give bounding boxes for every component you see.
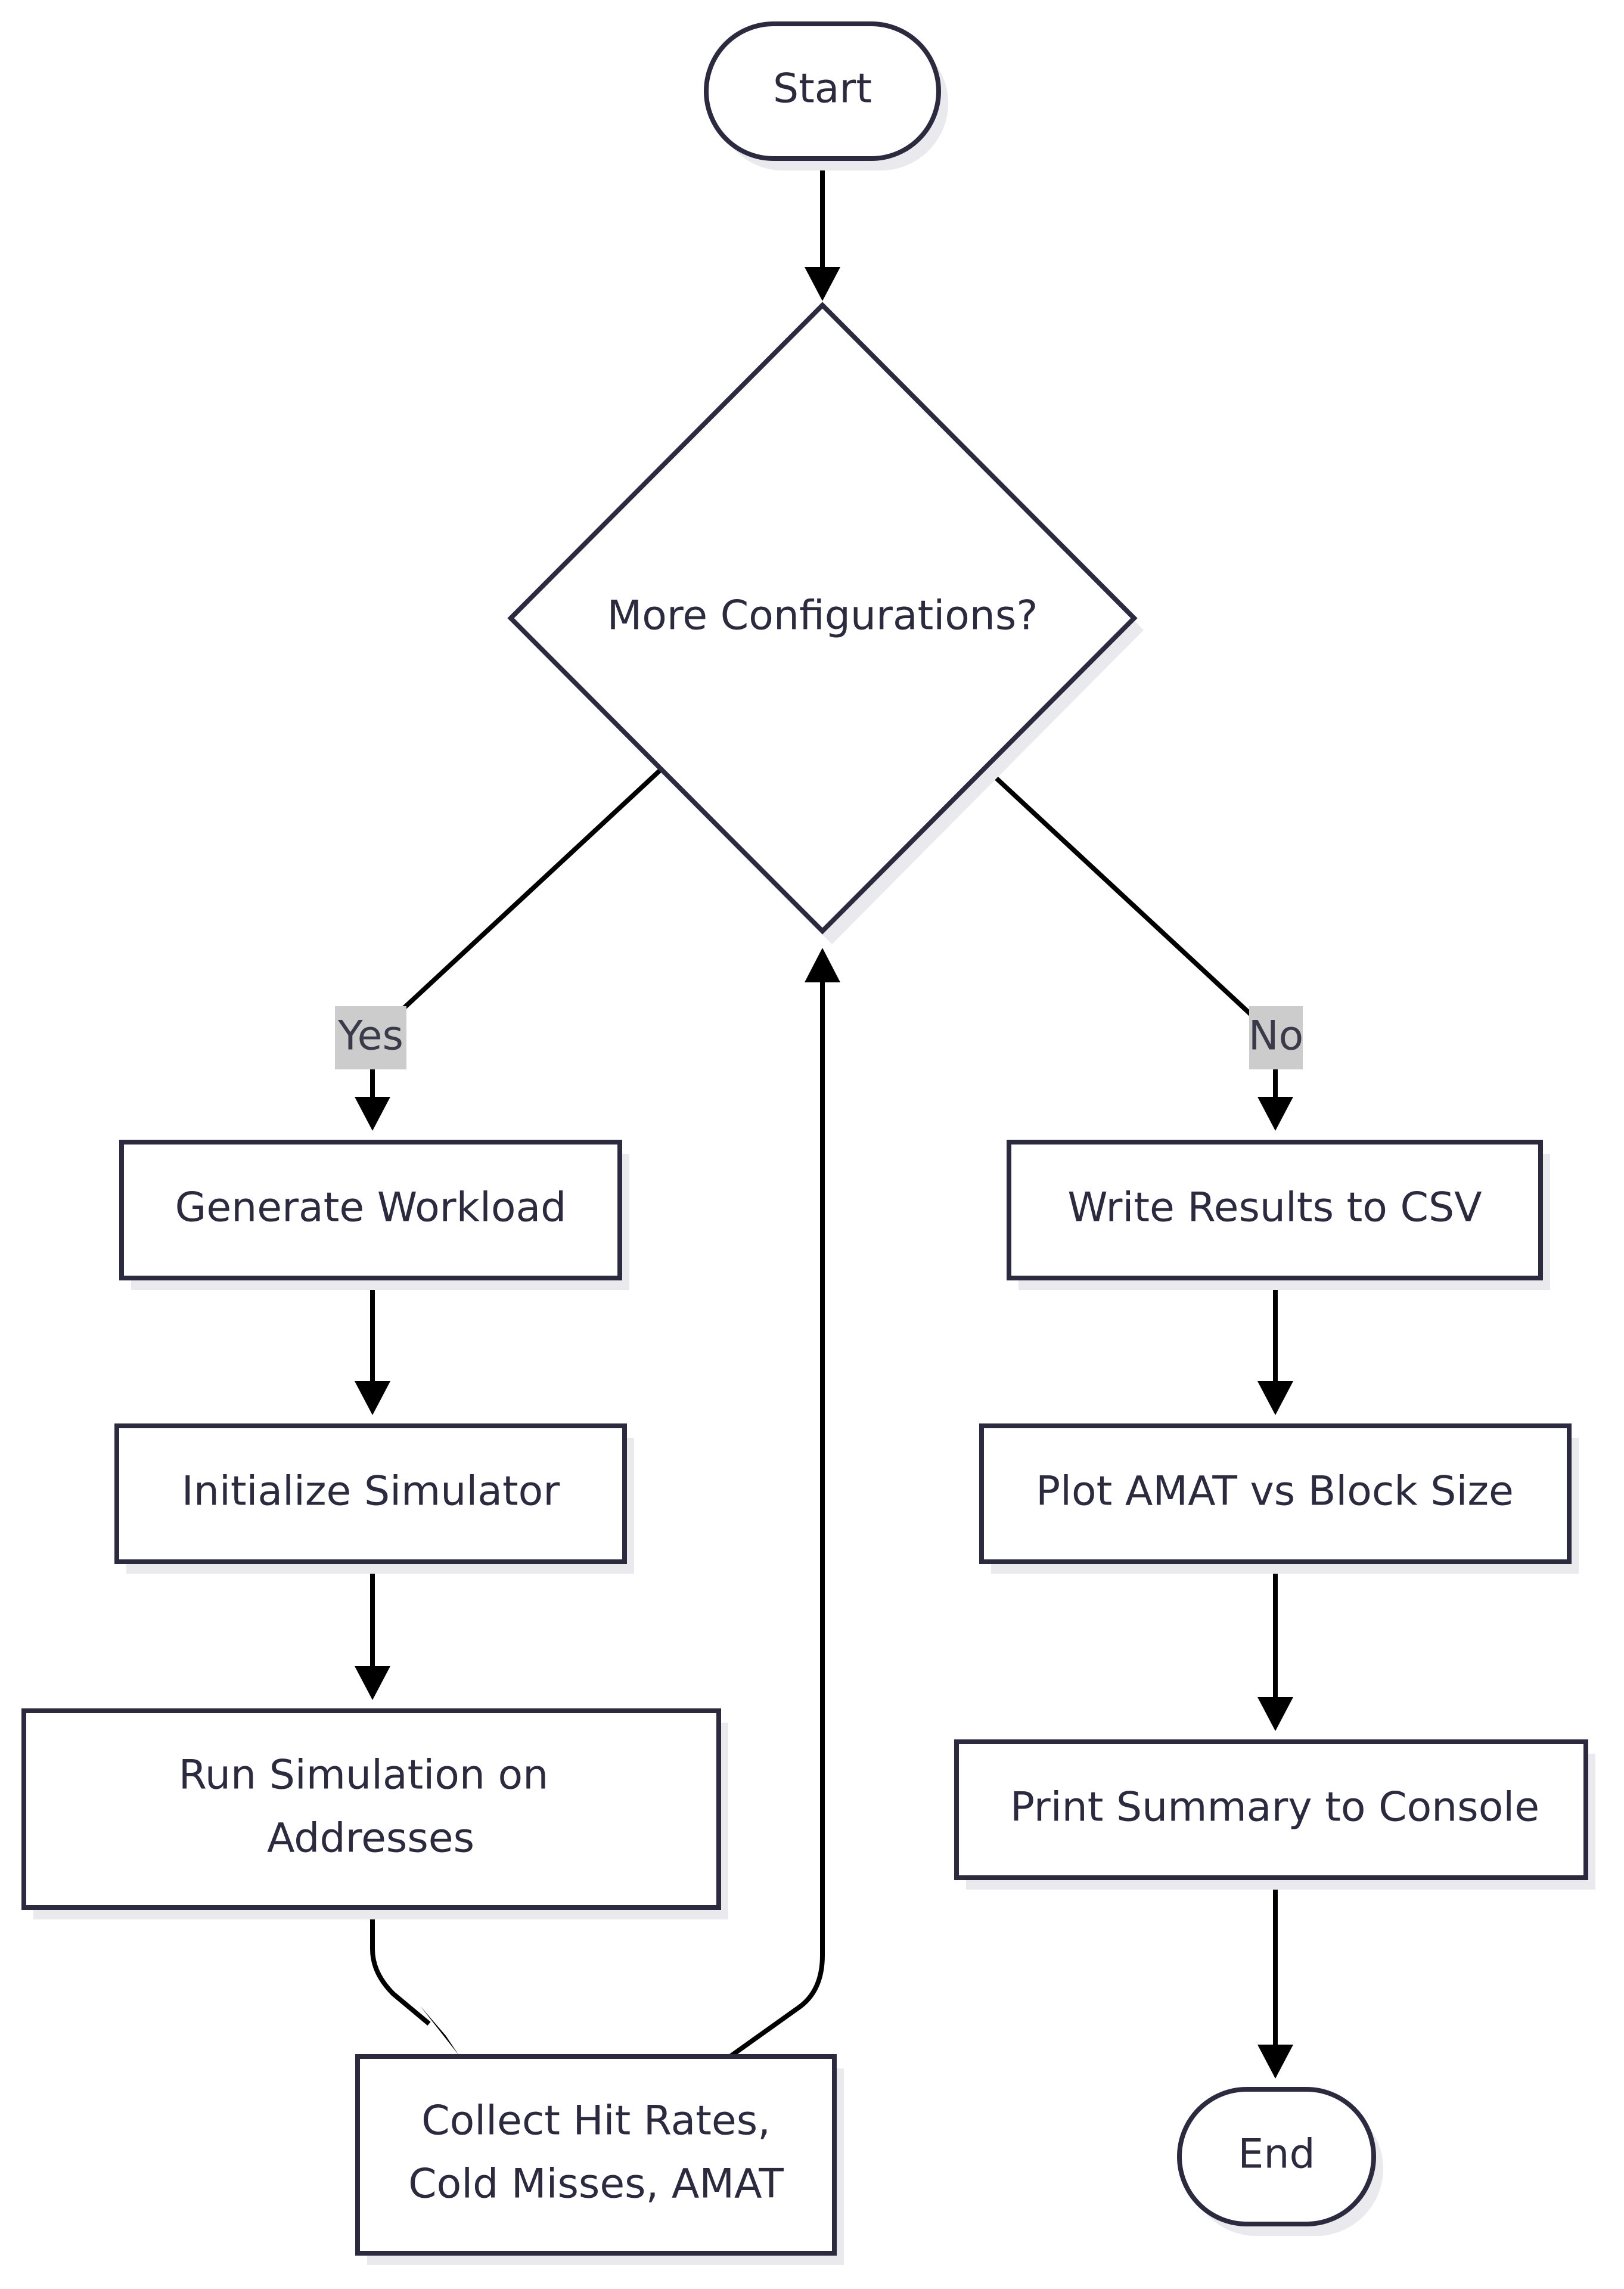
node-print-summary-label: Print Summary to Console: [1010, 1784, 1539, 1831]
node-initialize-simulator-label: Initialize Simulator: [182, 1468, 560, 1515]
node-collect-results-label-line2: Cold Misses, AMAT: [408, 2161, 784, 2208]
node-start[interactable]: Start: [704, 21, 948, 170]
edge-decision-to-generate: [370, 767, 663, 1100]
edge-label-yes: Yes: [337, 1013, 403, 1060]
node-decision-label: More Configurations?: [607, 593, 1038, 640]
node-start-label: Start: [773, 66, 872, 113]
arrowhead: [1257, 2045, 1293, 2079]
node-collect-results[interactable]: Collect Hit Rates, Cold Misses, AMAT: [355, 2054, 844, 2265]
node-end[interactable]: End: [1177, 2087, 1383, 2236]
node-generate-workload[interactable]: Generate Workload: [119, 1140, 629, 1290]
arrowhead: [355, 1666, 390, 1700]
edge-label-no: No: [1249, 1013, 1303, 1060]
node-plot-amat[interactable]: Plot AMAT vs Block Size: [979, 1423, 1579, 1574]
arrowhead: [805, 267, 840, 301]
arrowhead: [420, 2006, 459, 2055]
node-plot-amat-label: Plot AMAT vs Block Size: [1036, 1468, 1514, 1515]
arrowhead: [1257, 1381, 1293, 1415]
node-decision[interactable]: More Configurations?: [507, 302, 1144, 944]
node-end-label: End: [1238, 2131, 1315, 2178]
node-run-simulation-label-line2: Addresses: [267, 1815, 474, 1862]
arrowhead: [805, 948, 840, 982]
edge-label-yes-bg: [335, 1006, 406, 1069]
edge-label-no-group: No: [1249, 1006, 1303, 1069]
node-write-results[interactable]: Write Results to CSV: [1007, 1140, 1550, 1290]
node-run-simulation[interactable]: Run Simulation on Addresses: [21, 1708, 728, 1919]
node-generate-workload-label: Generate Workload: [175, 1184, 567, 1232]
arrowhead: [1257, 1697, 1293, 1731]
node-collect-results-label-line1: Collect Hit Rates,: [421, 2098, 771, 2145]
node-write-results-label: Write Results to CSV: [1067, 1184, 1482, 1232]
arrowhead: [355, 1097, 390, 1131]
edge-decision-to-write: [985, 767, 1278, 1100]
node-run-simulation-label-line1: Run Simulation on: [179, 1752, 549, 1799]
node-initialize-simulator[interactable]: Initialize Simulator: [114, 1423, 634, 1574]
edge-label-yes-group: Yes: [335, 1006, 406, 1069]
arrowhead: [355, 1381, 390, 1415]
edge-run-to-collect: [370, 1910, 431, 2026]
edge-collect-to-decision: [724, 979, 825, 2062]
arrowhead: [1257, 1097, 1293, 1131]
edge-label-no-bg: [1249, 1006, 1303, 1069]
node-print-summary[interactable]: Print Summary to Console: [954, 1739, 1595, 1890]
